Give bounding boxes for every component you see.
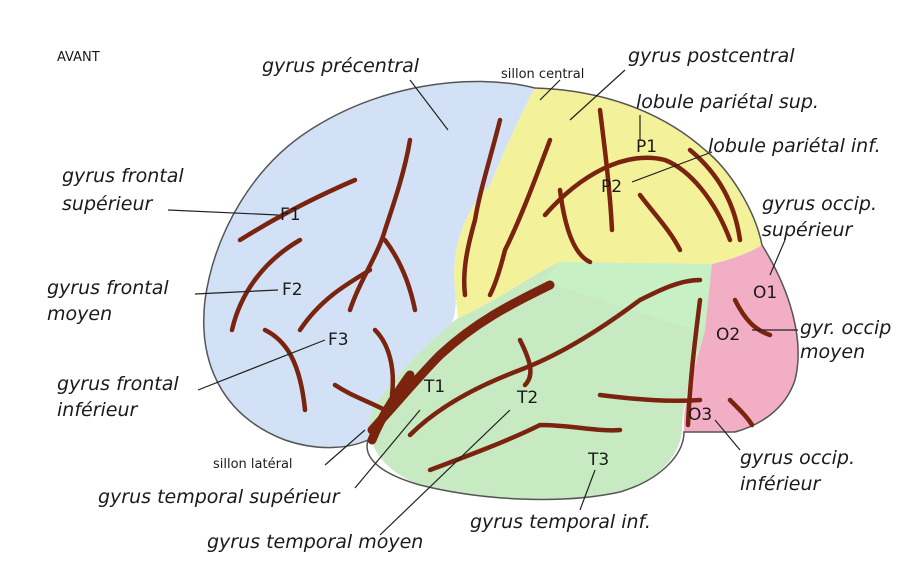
frontal-sulcus-4 xyxy=(332,382,388,413)
code-T2: T2 xyxy=(516,388,538,408)
sillon-lateral-base xyxy=(367,370,415,445)
code-O2: O2 xyxy=(716,325,740,345)
label-gyrus-occip-sup-2: supérieur xyxy=(762,219,854,241)
code-F1: F1 xyxy=(280,205,301,225)
code-P1: P1 xyxy=(636,137,657,157)
orientation-label: AVANT xyxy=(57,50,100,65)
code-O1: O1 xyxy=(753,283,777,303)
parietal-sulcus-4 xyxy=(557,187,593,265)
label-lobule-parietal-inf: lobule pariétal inf. xyxy=(708,135,881,157)
label-gyrus-frontal-sup-1: gyrus frontal xyxy=(62,165,184,187)
label-gyrus-occip-inf-2: inférieur xyxy=(740,473,822,495)
sulci xyxy=(229,107,773,473)
label-gyrus-frontal-moyen-2: moyen xyxy=(47,303,112,325)
parietal-sulcus-2 xyxy=(637,192,683,253)
label-gyr-occip-moyen-1: gyr. occip xyxy=(800,317,891,339)
sillon-central-line xyxy=(461,117,503,298)
temporal-lobe xyxy=(369,262,712,500)
code-F3: F3 xyxy=(328,330,349,350)
temporal-sulcus-2 xyxy=(427,422,623,473)
frontal-sulcus-1 xyxy=(237,177,358,243)
frontal-sulcus-3 xyxy=(262,327,308,413)
leader-gyrus-temporal-moyen xyxy=(379,409,511,536)
code-F2: F2 xyxy=(282,280,303,300)
label-gyrus-frontal-inf-2: inférieur xyxy=(57,399,139,421)
label-gyrus-occip-inf-1: gyrus occip. xyxy=(740,447,855,469)
parietal-sulcus-1 xyxy=(597,107,615,233)
postcentral-sulcus xyxy=(487,137,553,298)
frontal-sulcus-6 xyxy=(382,237,418,313)
occipital-sulcus-1 xyxy=(685,297,703,428)
brain-outline xyxy=(203,80,799,501)
frontal-sulcus-1b xyxy=(229,237,303,333)
label-gyrus-temporal-sup: gyrus temporal supérieur xyxy=(98,486,341,508)
temporal-sulcus-1 xyxy=(407,277,703,438)
precentral-sulcus xyxy=(347,137,413,313)
label-gyrus-frontal-sup-2: supérieur xyxy=(62,193,154,215)
leader-gyrus-occip-inf xyxy=(714,419,741,451)
label-gyr-occip-moyen-2: moyen xyxy=(800,341,865,363)
leader-lobule-parietal-inf xyxy=(631,151,713,183)
frontal-sulcus-5 xyxy=(372,327,396,398)
leader-lines xyxy=(167,69,798,536)
intraparietal-sulcus xyxy=(542,155,733,243)
leader-sillon-lateral xyxy=(324,429,366,466)
occipital-sulcus-3 xyxy=(727,397,755,428)
label-gyrus-frontal-inf-1: gyrus frontal xyxy=(57,373,179,395)
temporal-sulcus-4 xyxy=(517,337,533,388)
label-gyrus-frontal-moyen-1: gyrus frontal xyxy=(47,277,169,299)
label-gyrus-precentral: gyrus précentral xyxy=(262,55,420,77)
code-T3: T3 xyxy=(587,450,609,470)
leader-gyrus-frontal-sup xyxy=(167,209,279,216)
label-gyrus-postcentral: gyrus postcentral xyxy=(628,45,795,67)
label-gyrus-occip-sup-1: gyrus occip. xyxy=(762,193,877,215)
temporal-upper-lobe xyxy=(545,262,712,330)
label-sillon-central: sillon central xyxy=(501,67,584,82)
frontal-sulcus-2 xyxy=(297,267,373,333)
leader-gyrus-frontal-moyen xyxy=(194,289,279,295)
occipital-lobe xyxy=(683,245,799,432)
code-T1: T1 xyxy=(423,377,445,397)
label-gyrus-temporal-inf: gyrus temporal inf. xyxy=(470,511,651,533)
parietal-sulcus-3 xyxy=(687,147,743,243)
leader-gyrus-temporal-sup xyxy=(354,409,421,489)
leader-gyrus-frontal-inf xyxy=(197,339,326,391)
leader-sillon-central xyxy=(539,79,561,101)
label-gyrus-temporal-moyen: gyrus temporal moyen xyxy=(207,531,423,553)
occipital-sulcus-2 xyxy=(732,297,773,338)
code-O3: O3 xyxy=(688,405,712,425)
label-sillon-lateral: sillon latéral xyxy=(213,457,293,472)
leader-gyrus-occip-sup xyxy=(769,239,786,276)
label-lobule-parietal-sup: lobule pariétal sup. xyxy=(636,91,819,113)
leader-gyrus-temporal-inf xyxy=(579,469,596,511)
code-P2: P2 xyxy=(601,177,622,197)
leader-gyrus-postcentral xyxy=(569,69,626,121)
leader-gyrus-precentral xyxy=(409,79,449,131)
